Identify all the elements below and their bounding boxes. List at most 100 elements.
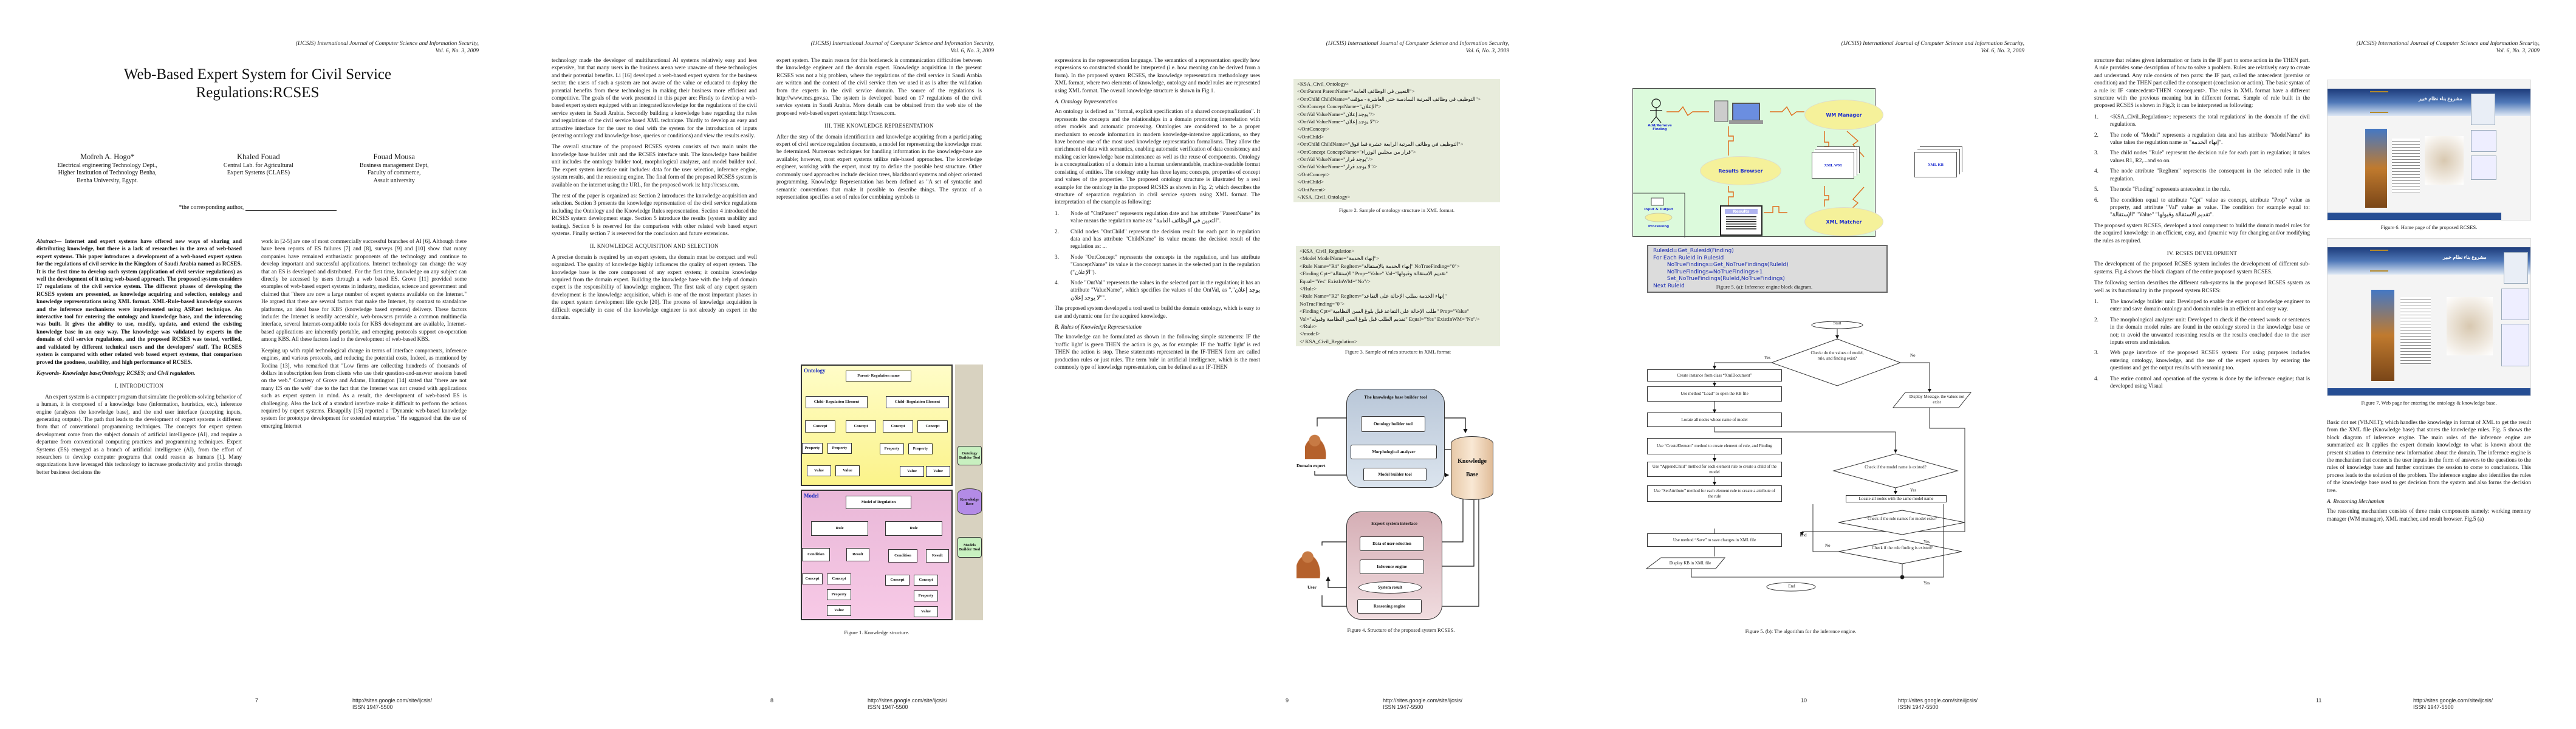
- rule-node: Rule: [885, 521, 942, 536]
- paragraph: The reasoning mechanism consists of thre…: [2327, 508, 2531, 522]
- list-item: 3. Node "OntConcept" represents the conce…: [1055, 254, 1260, 276]
- list-number: 4.: [2094, 375, 2098, 382]
- inference-engine-box: Inference engine: [1360, 560, 1424, 574]
- footer-url[interactable]: http://sites.google.com/site/ijcsis/: [352, 697, 433, 703]
- page-7: (IJCSIS) International Journal of Comput…: [0, 0, 515, 729]
- ontology-interpretation-list: 1.Node of "OntParent" represents regulat…: [1055, 210, 1260, 302]
- footer-url[interactable]: http://sites.google.com/site/ijcsis/: [1383, 697, 1463, 703]
- page-10: (IJCSIS) International Journal of Comput…: [1546, 0, 2061, 729]
- list-item: 3.Web page interface of the proposed RCS…: [2094, 349, 2310, 372]
- paragraph: The proposed system developed a tool use…: [1055, 306, 1260, 320]
- property-node: Property: [802, 443, 823, 454]
- xml-kb-document: [1864, 148, 1865, 149]
- xml-line: </OntChild>: [1297, 179, 1324, 185]
- check-values-decision: Check: do the values of model, rule, and…: [1810, 351, 1864, 361]
- journal-volume: Vol. 6, No. 3, 2009: [2496, 47, 2540, 54]
- value-node: Value: [914, 606, 938, 617]
- keywords: Keywords- Knowledge base;Ontology; RCSES…: [36, 370, 242, 377]
- list-text: The condition equal to attribute "Cpt" v…: [2110, 197, 2310, 219]
- page-11: (IJCSIS) International Journal of Comput…: [2061, 0, 2576, 729]
- list-item: 5.The node "Finding" represents antecede…: [2094, 186, 2310, 193]
- xml-line: <Rule Name="R1" RegItem="إنهاء الخدمة با…: [1300, 262, 1460, 269]
- value-node: Value: [900, 466, 924, 477]
- list-number: 6.: [2094, 197, 2098, 204]
- xml-line: <OntParent ParentName="التعيين في الوظائ…: [1297, 88, 1415, 95]
- yes-label: Yes: [1910, 488, 1917, 493]
- list-item: 1.The knowledge builder unit: Developed …: [2094, 298, 2310, 313]
- locate-nodes-step: Locate all nodes whose name of model: [1647, 412, 1782, 427]
- xml-line: <KSA_Civil_Ontology>: [1297, 81, 1349, 87]
- figure-5b-lower-connectors: [1645, 504, 1965, 592]
- page-number: 9: [1286, 697, 1289, 703]
- footer-url[interactable]: http://sites.google.com/site/ijcsis/: [1898, 697, 1978, 703]
- xml-line: </OntConcept>: [1297, 126, 1330, 132]
- xml-line: </OntParent>: [1297, 186, 1326, 193]
- create-instance-step: Create instance from class “XmlDocument”: [1647, 369, 1782, 382]
- property-node: Property: [880, 443, 904, 454]
- paragraph: Keeping up with rapid technological chan…: [261, 347, 467, 430]
- list-number: 4.: [2094, 168, 2098, 175]
- figure-3: <KSA_Civil_Regulation><Model ModelName="…: [1296, 246, 1500, 355]
- yes-label: Yes: [1764, 355, 1771, 360]
- author-block: Mofreh A. Hogo* Electrical engineering T…: [24, 153, 462, 185]
- concept-node: Concept: [885, 575, 909, 586]
- xml-line: </Rule>: [1300, 286, 1317, 292]
- create-element-step: Use “CreateElement” method to create ele…: [1647, 438, 1782, 454]
- journal-volume: Vol. 6, No. 3, 2009: [1981, 47, 2024, 54]
- figure-caption: Figure 5. (b): The algorithm for the inf…: [1745, 628, 1857, 634]
- wm-manager-ellipse: WM Manager: [1804, 100, 1883, 130]
- journal-volume: Vol. 6, No. 3, 2009: [435, 47, 479, 54]
- xml-line: NoTrueFinding="0">: [1300, 300, 1345, 307]
- list-text: Node of "OntParent" represents regulatio…: [1070, 210, 1260, 225]
- subsection-heading: B. Rules of Knowledge Representation: [1055, 324, 1142, 330]
- title-line-2: Regulations:RCSES: [196, 84, 320, 101]
- list-number: 3.: [1055, 254, 1059, 261]
- xml-kb-label: XML KB: [1928, 162, 1944, 167]
- scales-icon: [2370, 91, 2388, 113]
- results-browser-label: Results Browser: [1718, 168, 1763, 174]
- running-header: (IJCSIS) International Journal of Comput…: [2357, 40, 2540, 55]
- xml-line: <OntConcept ConceptName="الإعلان">: [1297, 103, 1382, 110]
- list-item: 2.Child nodes "OntChild" represent the d…: [1055, 228, 1260, 251]
- column-right: Basic dot net (VB.NET); which handles th…: [2327, 419, 2531, 527]
- author-name: Khaled Fouad: [237, 152, 280, 161]
- knowledge-base-cylinder: Knowledge Base: [957, 488, 982, 515]
- journal-name: (IJCSIS) International Journal of Comput…: [1841, 40, 2024, 47]
- xml-line: </model>: [1300, 330, 1320, 337]
- author-affiliation: Higher Institution of Technology Benha,: [58, 169, 157, 176]
- screenshot-banner-title: مشروع بناء نظام خبير: [2443, 255, 2487, 260]
- display-message-output: Display Message, the values not exist: [1909, 394, 1965, 405]
- figure-caption: Figure 7. Web page for entering the onto…: [2361, 400, 2497, 406]
- footer-issn: ISSN 1947-5500: [1383, 704, 1423, 710]
- condition-node: Condition: [802, 548, 830, 561]
- panel-title: The knowledge base builder tool: [1364, 394, 1427, 400]
- list-item: 2.The morphological analyzer unit: Devel…: [2094, 317, 2310, 347]
- author-affiliation: Business management Dept,: [359, 162, 429, 169]
- rule-node: Rule: [811, 521, 868, 536]
- xml-line: <OntChild ChildName="التوظيف في وظائف ال…: [1297, 141, 1464, 148]
- figure-caption: Figure 5. (a): Inference engine block di…: [1716, 284, 1813, 290]
- results-browser-ellipse: Results Browser: [1700, 156, 1781, 185]
- list-text: Node "OntConcept" represents the concept…: [1070, 254, 1260, 276]
- scales-icon: [2370, 250, 2388, 272]
- xml-line: </Rule>: [1300, 323, 1317, 330]
- child-node: Child- Regulation Element: [806, 396, 868, 408]
- footer-url[interactable]: http://sites.google.com/site/ijcsis/: [868, 697, 948, 703]
- child-node: Child- Regulation Element: [886, 396, 949, 408]
- display-kb-output: Display KB in XML file: [1669, 561, 1711, 566]
- xml-matcher-label: XML Matcher: [1826, 219, 1862, 225]
- paragraph: Basic dot net (VB.NET); which handles th…: [2327, 420, 2531, 494]
- list-number: 2.: [2094, 132, 2098, 139]
- xml-wm-document: XML WM: [1812, 152, 1854, 179]
- no-label: No: [1825, 543, 1831, 548]
- author-affiliation: Central Lab. for Agricultural: [223, 162, 293, 169]
- list-number: 2.: [2094, 317, 2098, 323]
- list-number: 1.: [2094, 114, 2098, 120]
- yes-label: Yes: [1923, 539, 1930, 544]
- paragraph: An expert system is a computer program t…: [36, 394, 242, 476]
- list-text: The node of "Model" represents a regulat…: [2110, 132, 2310, 146]
- xml-matcher-ellipse: XML Matcher: [1804, 207, 1883, 236]
- footer-url[interactable]: http://sites.google.com/site/ijcsis/: [2413, 697, 2493, 703]
- university-logo: [2471, 94, 2495, 125]
- page-number: 10: [1801, 697, 1807, 703]
